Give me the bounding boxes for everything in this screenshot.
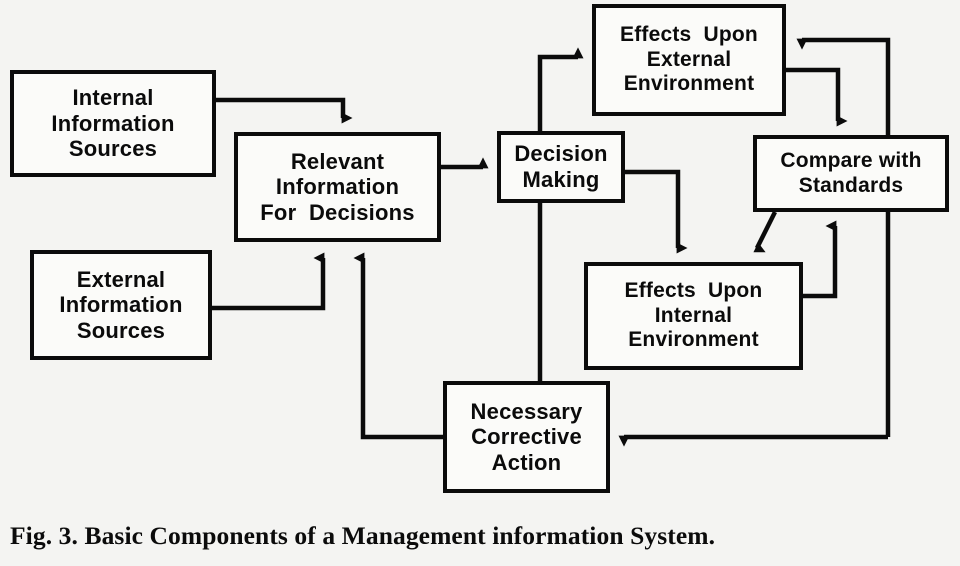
node-line: Internal — [72, 85, 154, 111]
node-line: Sources — [68, 136, 158, 162]
node-line: Environment — [623, 72, 755, 96]
node-external-information-sources[interactable]: External Information Sources — [30, 250, 212, 360]
edge-effects-external-to-compare-with-standards — [786, 67, 848, 127]
node-line: External — [646, 47, 732, 71]
edge-compare-with-standards-to-effects-internal — [753, 210, 778, 253]
node-line: Information — [59, 292, 183, 318]
edge-decision-making-to-effects-external — [537, 47, 584, 131]
edge-decision-making-to-effects-internal — [625, 169, 688, 254]
node-line: For Decisions — [260, 199, 415, 225]
node-line: Information — [275, 174, 400, 200]
node-line: Effects Upon — [624, 279, 763, 303]
node-relevant-information-for-decisions[interactable]: Relevant Information For Decisions — [234, 132, 441, 242]
edge-external-sources-to-relevant-information — [212, 252, 326, 311]
node-line: Effects Upon — [620, 23, 758, 47]
edge-internal-sources-to-relevant-information — [216, 97, 353, 124]
node-compare-with-standards[interactable]: Compare with Standards — [753, 135, 949, 212]
node-line: Relevant — [290, 148, 385, 174]
node-line: Making — [522, 167, 600, 192]
node-effects-upon-external-environment[interactable]: Effects Upon External Environment — [592, 4, 786, 116]
node-line: Environment — [628, 328, 759, 352]
node-line: External — [76, 266, 166, 292]
node-line: Sources — [76, 317, 166, 343]
figure-caption: Fig. 3. Basic Components of a Management… — [10, 521, 716, 550]
node-line: Internal — [654, 303, 733, 327]
node-line: Corrective — [471, 424, 582, 450]
node-decision-making[interactable]: Decision Making — [497, 131, 625, 203]
edge-feedback-to-effects-external — [796, 37, 891, 437]
node-line: Decision — [514, 141, 608, 167]
edge-necessary-corrective-action-to-relevant-information — [353, 252, 443, 440]
node-line: Necessary — [470, 398, 583, 424]
node-line: Information — [51, 110, 175, 136]
node-necessary-corrective-action[interactable]: Necessary Corrective Action — [443, 381, 610, 493]
edge-effects-internal-to-compare-with-standards — [803, 220, 838, 299]
node-effects-upon-internal-environment[interactable]: Effects Upon Internal Environment — [584, 262, 803, 370]
node-line: Standards — [798, 173, 904, 197]
node-line: Action — [491, 449, 562, 475]
node-line: Compare with — [780, 149, 922, 173]
node-internal-information-sources[interactable]: Internal Information Sources — [10, 70, 216, 177]
